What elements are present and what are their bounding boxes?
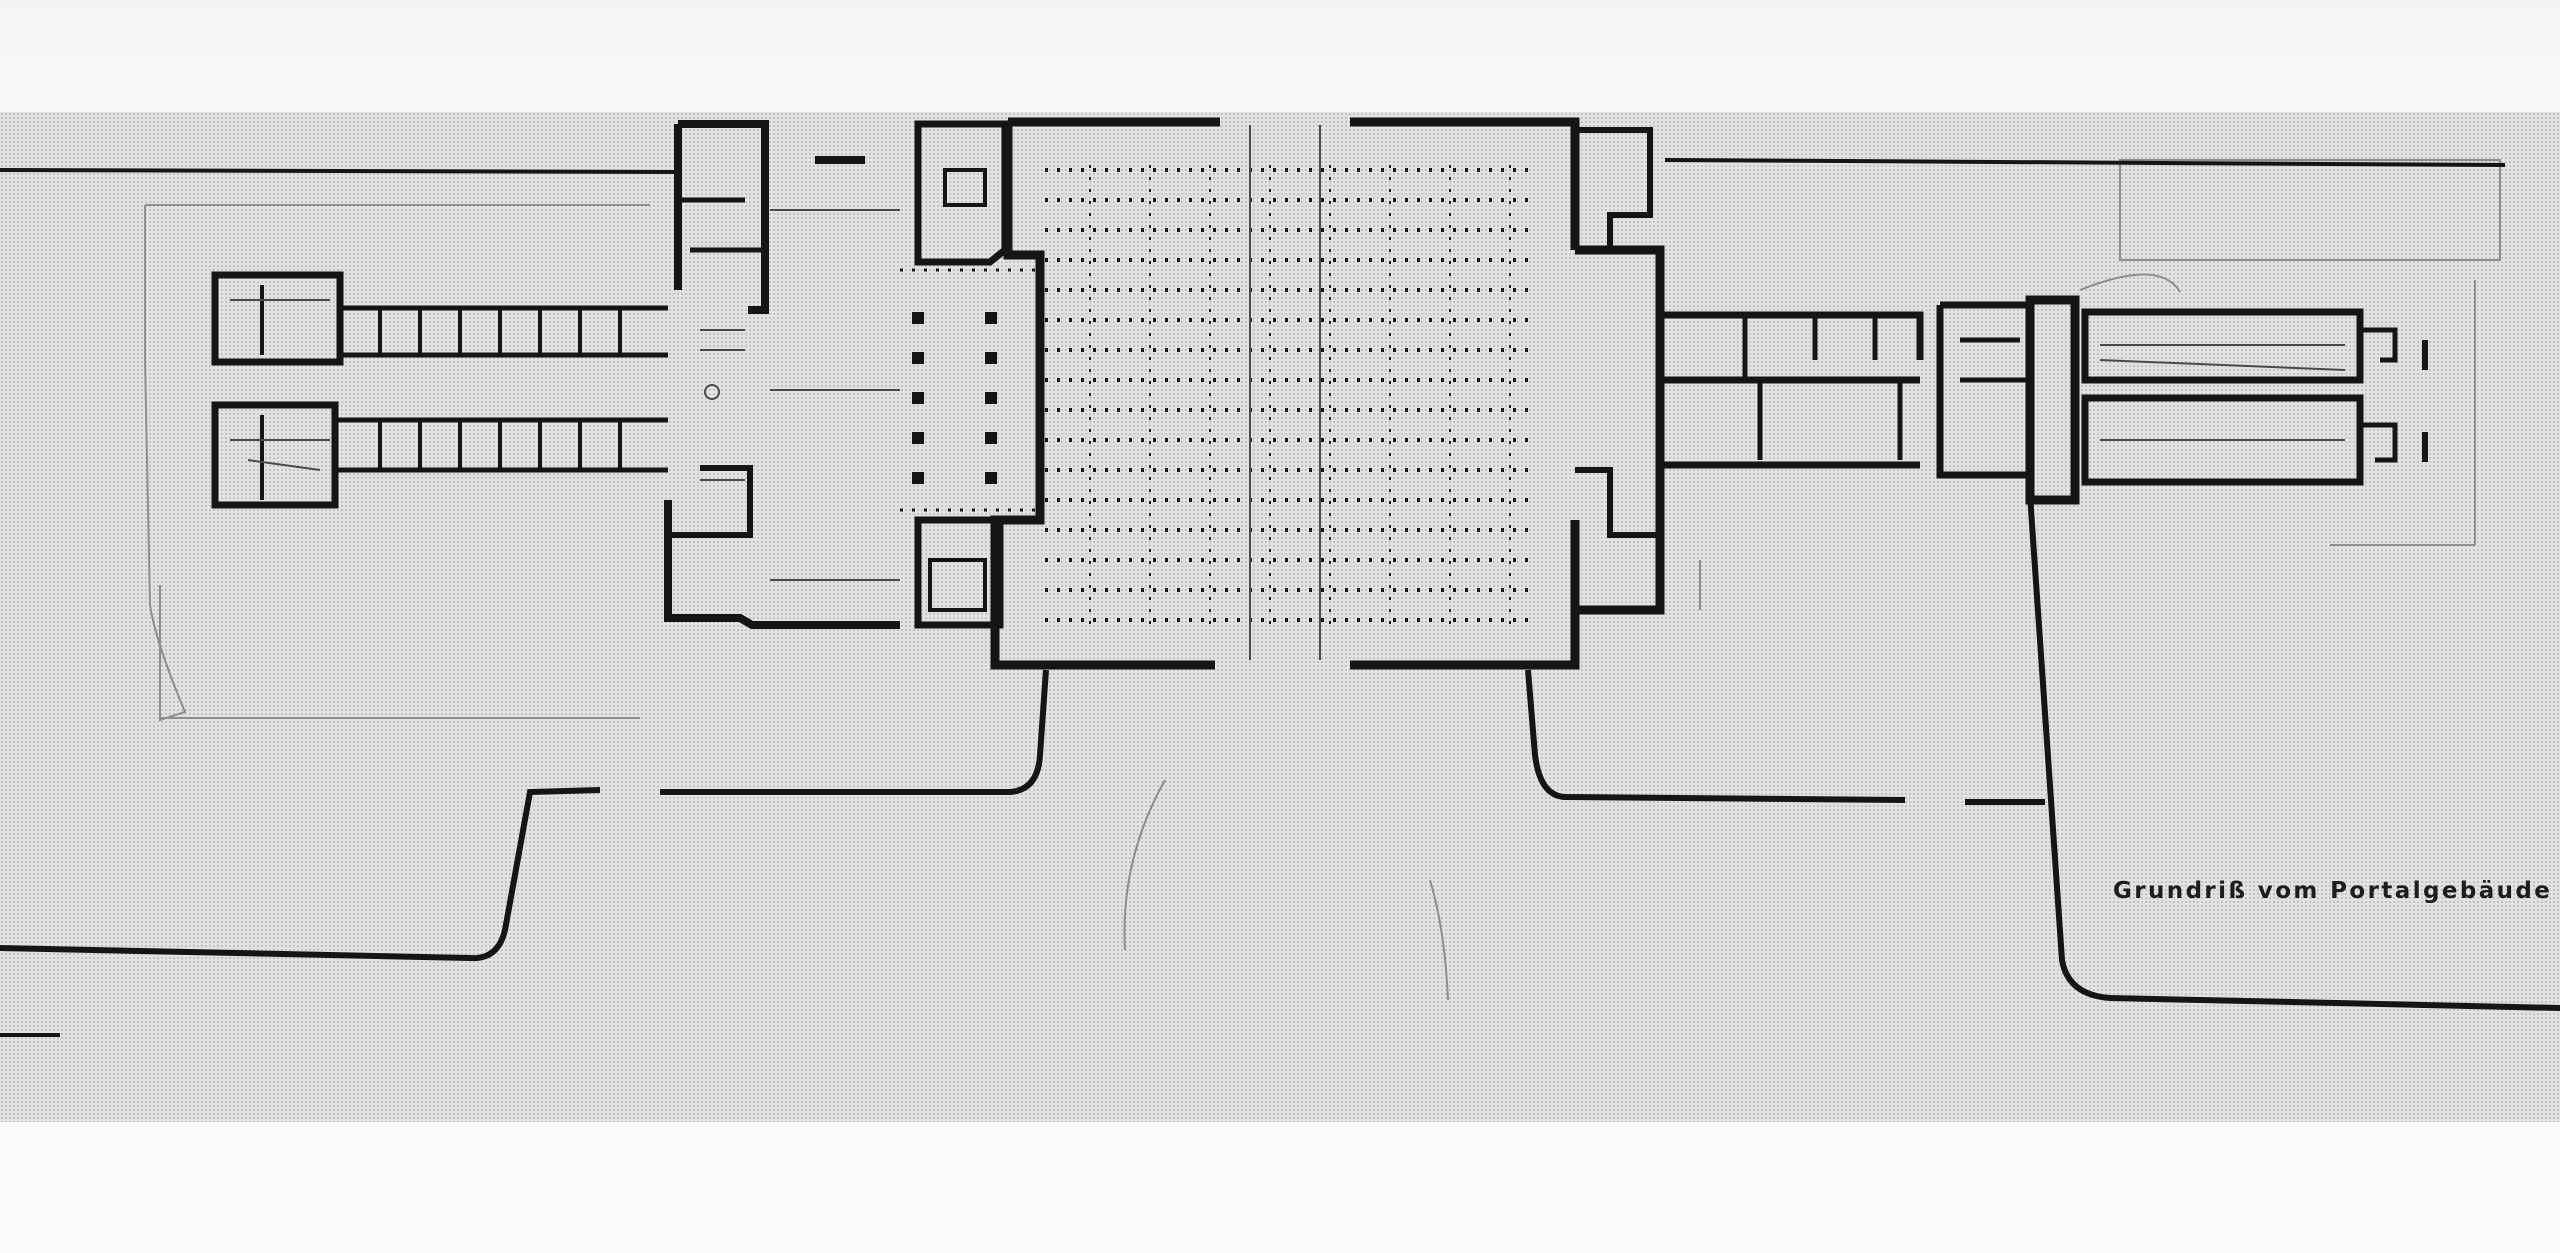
page-margin-top — [0, 0, 2560, 112]
seating-grid — [1045, 165, 1530, 625]
colonnade-columns — [912, 312, 997, 484]
page-margin-bottom — [0, 1122, 2560, 1253]
plan-caption: Grundriß vom Portalgebäude — [2113, 878, 2553, 904]
left-wing — [211, 271, 668, 509]
forecourt-walls — [0, 158, 2560, 1037]
plan-background — [0, 112, 2560, 1122]
main-hall — [990, 117, 1665, 670]
left-pavilion — [664, 120, 900, 629]
site-outline — [144, 159, 2501, 1001]
entrance-portico — [900, 120, 1040, 629]
right-pavilion — [1699, 308, 2428, 610]
right-wing — [1660, 295, 2080, 505]
